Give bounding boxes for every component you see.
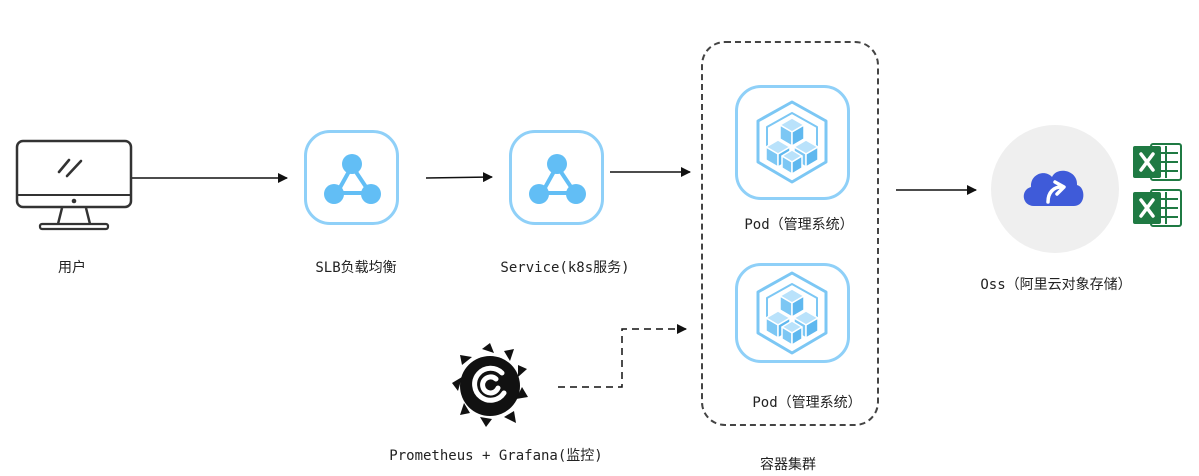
oss-label: Oss（阿里云对象存储）	[980, 277, 1132, 293]
arrow-monitor-to-pod	[558, 324, 687, 388]
cloud-upload-icon	[991, 125, 1119, 253]
arrow-slb-to-service	[425, 172, 493, 183]
cluster-label: 容器集群	[760, 457, 816, 473]
network-nodes-icon	[324, 154, 381, 204]
service-node	[509, 130, 604, 225]
network-nodes-icon	[529, 154, 586, 204]
desktop-monitor-icon	[15, 139, 133, 231]
slb-node	[304, 130, 399, 225]
pod-2-label: Pod（管理系统）	[752, 395, 862, 411]
cube-cluster-icon	[756, 100, 828, 184]
cube-cluster-icon	[756, 271, 828, 355]
pod-1-label: Pod（管理系统）	[744, 217, 854, 233]
excel-file-icon	[1133, 143, 1182, 181]
grafana-logo-icon	[452, 343, 528, 427]
pod-node-1	[735, 85, 850, 200]
monitor-label: Prometheus + Grafana(监控)	[389, 448, 603, 464]
pod-node-2	[735, 263, 850, 363]
excel-file-icon	[1133, 189, 1182, 227]
container-cluster-box	[701, 41, 879, 426]
slb-label: SLB负载均衡	[315, 260, 397, 276]
service-label: Service(k8s服务)	[500, 260, 630, 276]
user-label: 用户	[58, 260, 86, 276]
